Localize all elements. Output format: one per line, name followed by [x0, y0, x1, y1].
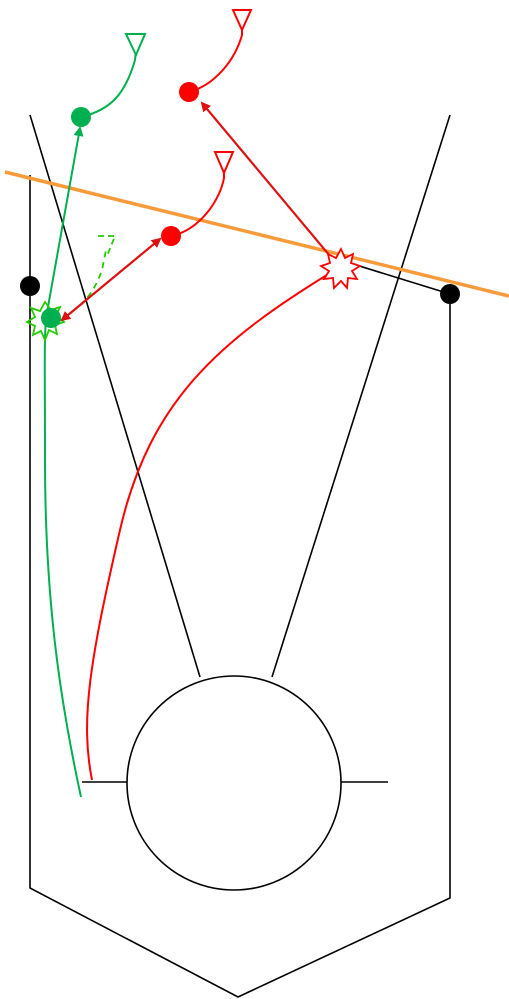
red-burst-icon — [318, 246, 363, 291]
green-track — [25, 33, 147, 798]
green-tail-curve — [80, 49, 137, 118]
green-burst-dot — [41, 308, 61, 328]
red-upper-arrow — [200, 101, 341, 269]
red-double-arrow-line — [60, 237, 162, 322]
green-track-curve — [43, 319, 82, 798]
central-circle-group — [82, 675, 388, 891]
left-converging-line — [29, 114, 201, 678]
black-marker-left — [20, 276, 40, 296]
red-track — [86, 9, 363, 781]
red-double-arrow — [60, 151, 235, 322]
red-upper-triangle-outline — [231, 9, 253, 33]
green-dashed-triangle-outline — [98, 235, 117, 257]
central-circle — [126, 675, 342, 891]
right-converging-line — [271, 114, 451, 678]
black-marker-right — [440, 284, 460, 304]
red-track-curve — [86, 269, 336, 781]
orange-boundary-line — [4, 170, 509, 298]
green-track-arrow — [45, 126, 84, 319]
red-upper-tail — [188, 28, 243, 93]
green-triangle-outline — [124, 33, 147, 58]
frame-outline — [29, 175, 451, 998]
green-dashed-curve — [61, 249, 107, 319]
detector-frame — [29, 175, 451, 998]
green-end-dot — [71, 107, 91, 127]
converging-lines — [29, 114, 451, 678]
red-lower-triangle-outline — [213, 151, 235, 176]
red-lower-tail — [170, 172, 225, 237]
